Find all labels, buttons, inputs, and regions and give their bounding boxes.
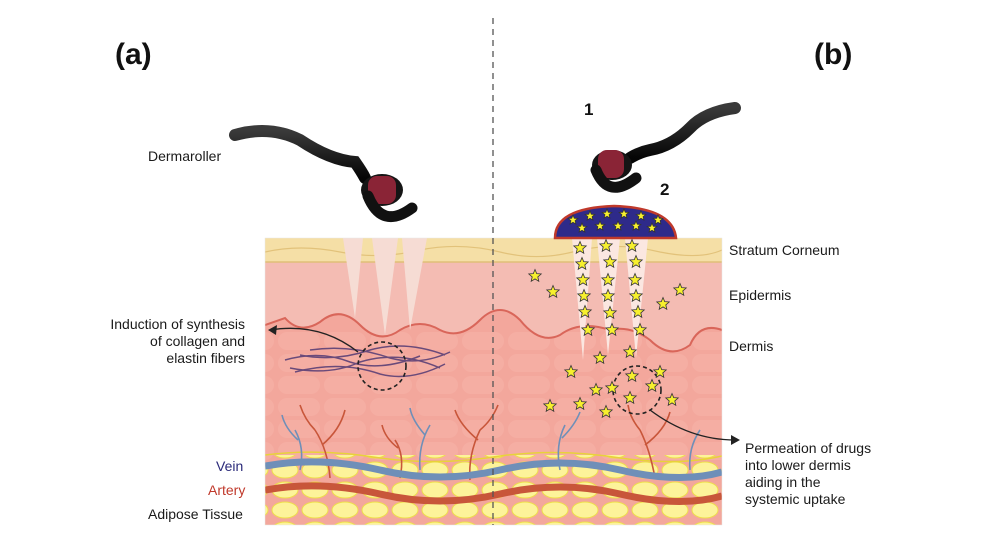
microchannels-left [343, 238, 427, 335]
drug-star-icon [618, 207, 630, 219]
drug-star-icon [635, 209, 647, 221]
drug-star-icon [545, 284, 561, 299]
induction-line-2: of collagen and [150, 333, 245, 349]
drug-star-icon [622, 344, 638, 359]
drug-stars [527, 207, 688, 419]
drug-star-icon [567, 213, 579, 225]
drug-patch [553, 204, 678, 240]
drug-star-icon [652, 364, 668, 379]
permeation-line-1: Permeation of drugs [745, 440, 872, 456]
drug-star-icon [580, 322, 596, 337]
drug-star-icon [604, 380, 620, 395]
drug-star-icon [598, 238, 614, 253]
vein-label: Vein [216, 458, 244, 474]
dermaroller-icon [590, 102, 741, 193]
drug-star-icon [622, 390, 638, 405]
drug-star-icon [604, 322, 620, 337]
permeation-line-2: into lower dermis [745, 457, 851, 473]
drug-star-icon [575, 272, 591, 287]
drug-star-icon [584, 209, 596, 221]
drug-star-icon [612, 219, 624, 231]
epidermis-label: Epidermis [729, 287, 792, 303]
collagen-fibers [284, 345, 451, 378]
drug-star-icon [652, 213, 664, 225]
dermaroller-icon [229, 125, 418, 222]
drug-star-icon [646, 221, 658, 233]
dermis-label: Dermis [729, 338, 774, 354]
drug-star-icon [655, 296, 671, 311]
vein-vessel [265, 458, 722, 482]
permeation-line-4: systemic uptake [745, 491, 846, 507]
drug-star-icon [572, 240, 588, 255]
collagen-focus-circle [357, 341, 407, 391]
drug-star-icon [632, 322, 648, 337]
permeation-line-3: aiding in the [745, 474, 821, 490]
induction-arrow [269, 327, 359, 353]
drug-star-icon [602, 254, 618, 269]
drug-star-icon [592, 350, 608, 365]
drug-star-icon [600, 288, 616, 303]
drug-star-icon [600, 272, 616, 287]
drug-star-icon [542, 398, 558, 413]
drug-star-icon [624, 238, 640, 253]
drug-star-icon [628, 254, 644, 269]
induction-line-1: Induction of synthesis [110, 316, 245, 332]
step-1-label: 1 [584, 100, 594, 119]
drug-star-icon [601, 207, 613, 219]
capillaries [299, 404, 671, 481]
artery-label: Artery [208, 482, 246, 498]
drug-star-icon [602, 305, 618, 320]
drug-star-icon [577, 304, 593, 319]
drug-star-icon [624, 368, 640, 383]
drug-star-icon [572, 396, 588, 411]
drug-star-icon [644, 378, 660, 393]
step-2-label: 2 [660, 180, 670, 199]
drug-star-icon [627, 272, 643, 287]
dermaroller-label: Dermaroller [148, 148, 222, 164]
drug-star-icon [628, 288, 644, 303]
induction-line-3: elastin fibers [166, 350, 245, 366]
permeation-arrow [649, 409, 736, 441]
panel-a-label: (a) [115, 38, 152, 71]
permeation-focus-circle [612, 365, 662, 415]
drug-star-icon [574, 256, 590, 271]
drug-star-icon [630, 219, 642, 231]
permeation-label: Permeation of drugs into lower dermis ai… [745, 440, 871, 508]
induction-label: Induction of synthesis of collagen and e… [93, 316, 245, 367]
drug-star-icon [576, 288, 592, 303]
drug-star-icon [630, 304, 646, 319]
artery-vessel [265, 482, 722, 506]
drug-star-icon [527, 268, 543, 283]
stratum-corneum-label: Stratum Corneum [729, 242, 840, 258]
drug-star-icon [664, 392, 680, 407]
drug-star-icon [672, 282, 688, 297]
drug-star-icon [563, 364, 579, 379]
panel-b-label: (b) [814, 38, 853, 71]
drug-star-icon [576, 221, 588, 233]
drug-star-icon [594, 219, 606, 231]
drug-star-icon [588, 382, 604, 397]
drug-star-icon [598, 404, 614, 419]
adipose-label: Adipose Tissue [148, 506, 243, 522]
